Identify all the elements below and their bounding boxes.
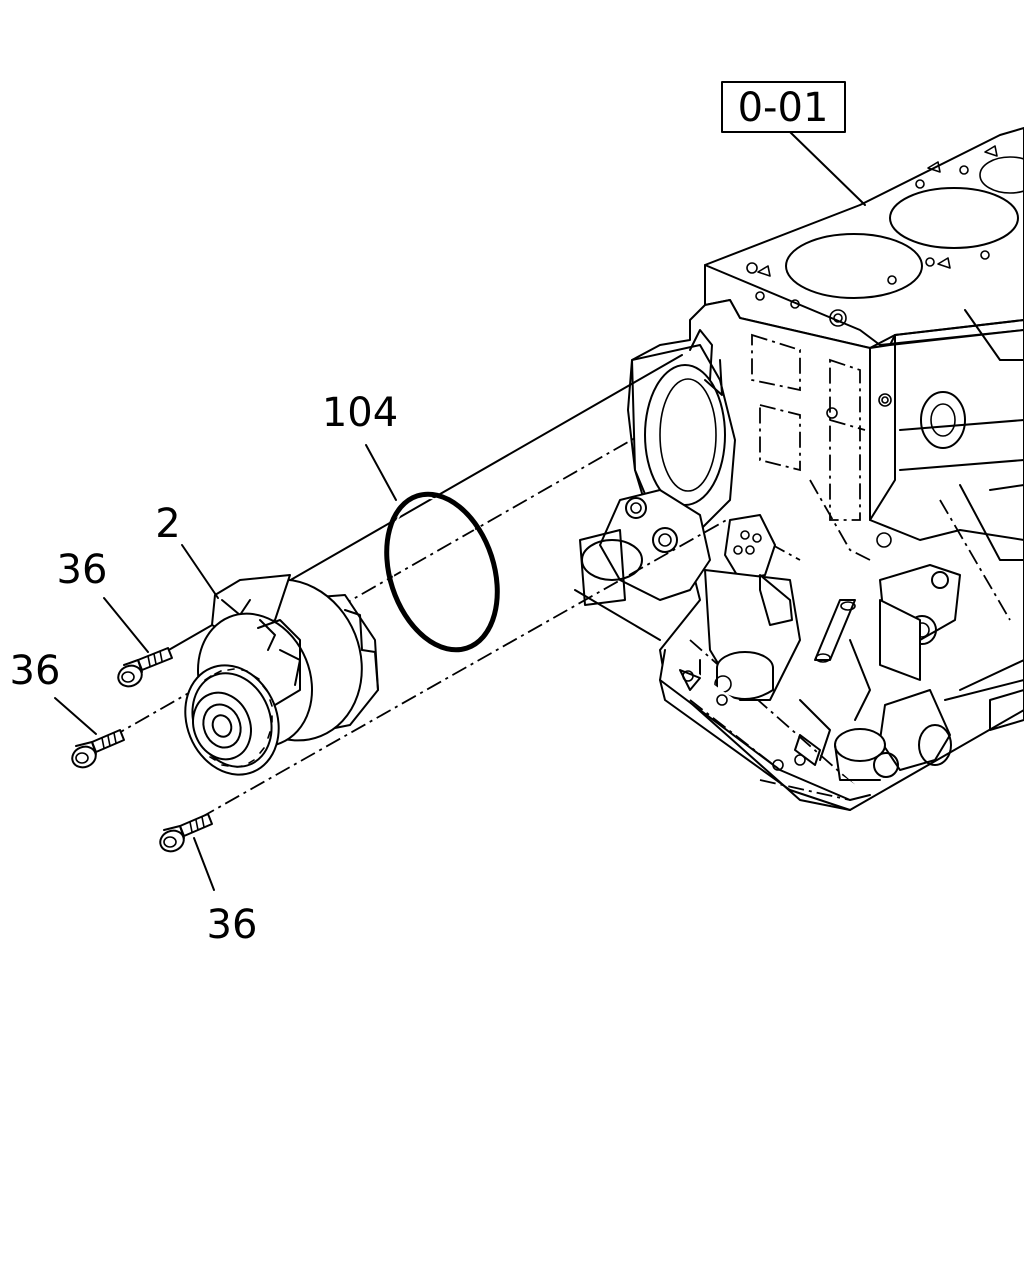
reference-box-label: 0-01 [738, 85, 829, 131]
water-pump: 2 [155, 501, 379, 776]
bolt-lower-leader [193, 837, 215, 891]
o-ring: 104 [322, 390, 500, 653]
bolt-upper-leader [103, 597, 149, 653]
bolt-middle: 36 [10, 648, 125, 769]
water-pump-label: 2 [155, 501, 180, 547]
o-ring-leader [365, 444, 397, 501]
engine-block [574, 127, 1024, 811]
bolt-lower-label: 36 [207, 902, 258, 948]
reference-callout: 0-01 [721, 81, 866, 206]
bolt-middle-label: 36 [10, 648, 61, 694]
bolt-middle-leader [54, 697, 97, 735]
bolt-lower: 36 [159, 813, 258, 948]
bolt-upper-label: 36 [57, 547, 108, 593]
reference-leader-line [789, 131, 866, 206]
water-pump-leader [181, 544, 219, 599]
bolt-upper: 36 [57, 547, 173, 688]
o-ring-label: 104 [322, 390, 398, 436]
